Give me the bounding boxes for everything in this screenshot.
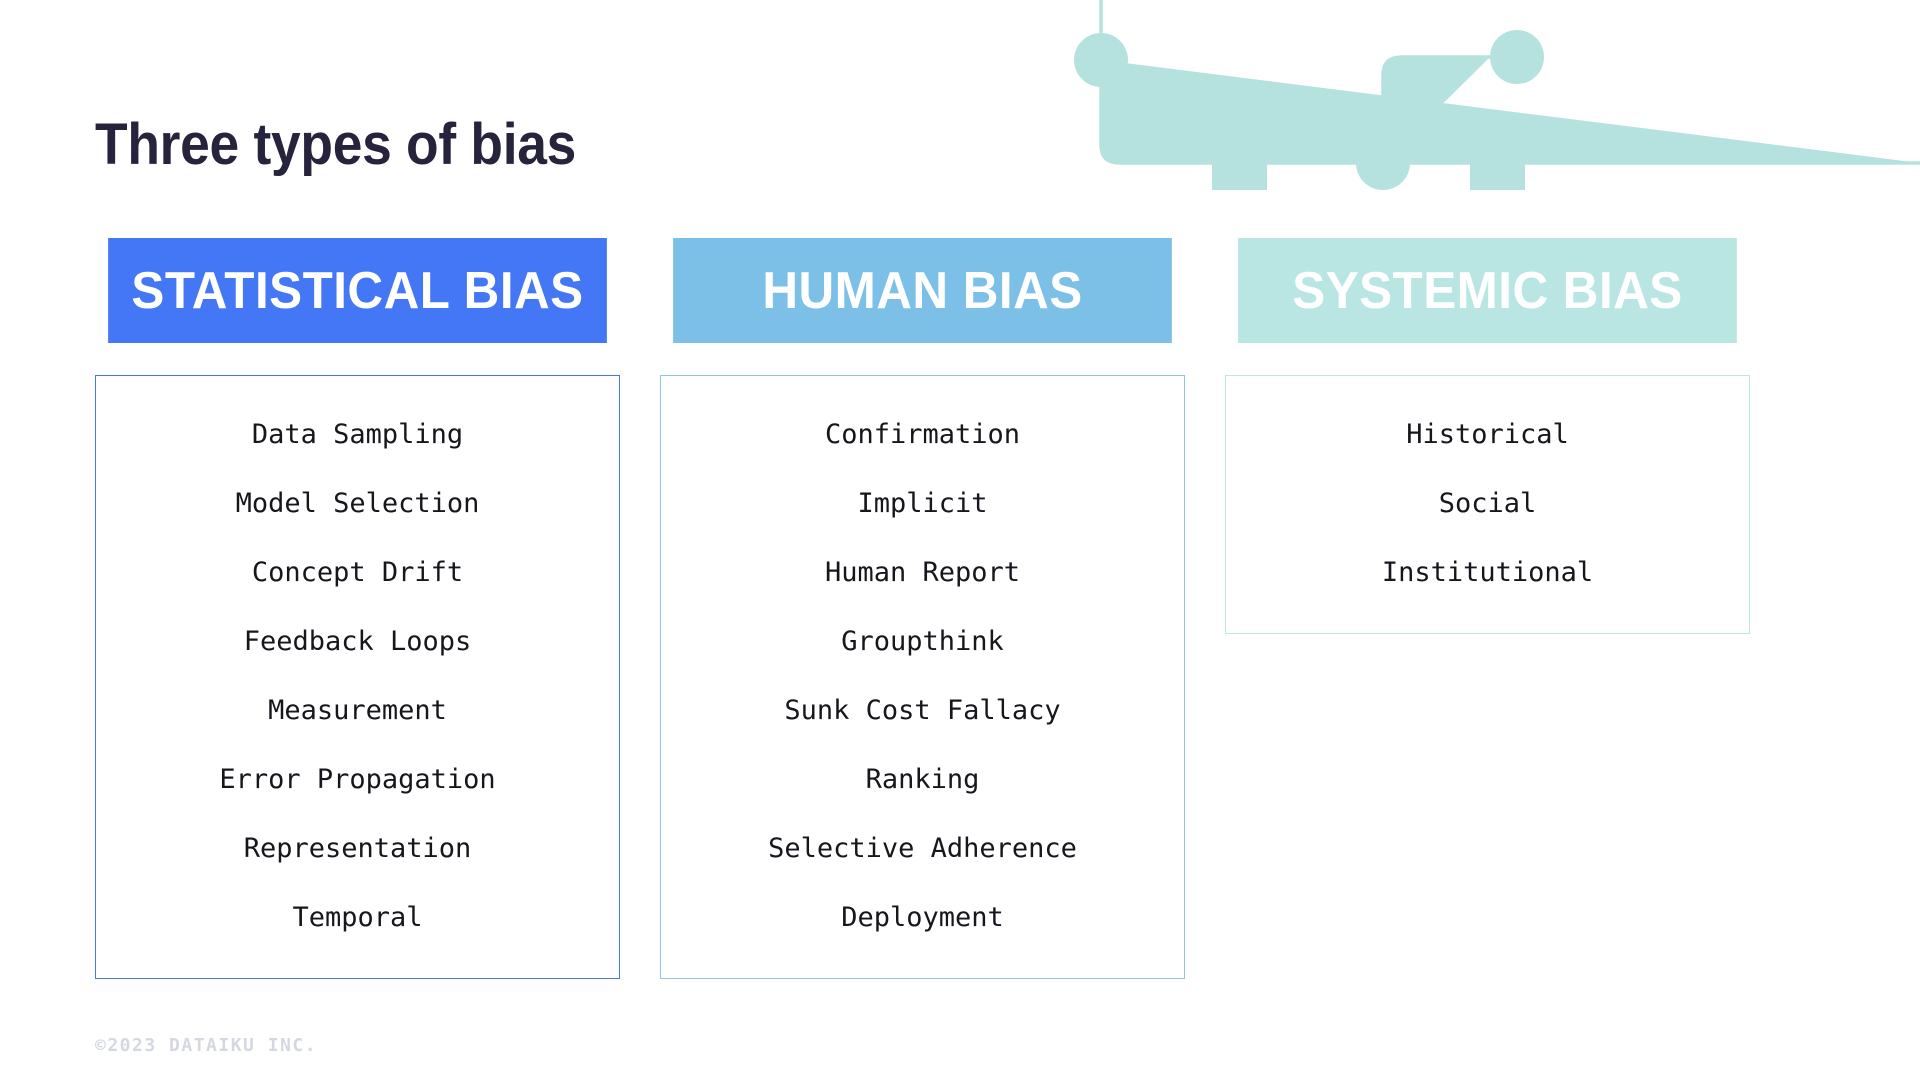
- column-statistical-bias: STATISTICAL BIAS Data Sampling Model Sel…: [95, 238, 620, 979]
- node-circle-top-left: [1074, 33, 1128, 87]
- list-item: Confirmation: [824, 419, 1021, 450]
- connector-line-elbow-left: [1099, 60, 1920, 165]
- list-item: Error Propagation: [219, 764, 496, 795]
- column-header-statistical-bias: STATISTICAL BIAS: [108, 238, 607, 343]
- list-item: Historical: [1406, 419, 1569, 450]
- list-item: Representation: [243, 833, 472, 864]
- list-item: Groupthink: [841, 626, 1004, 657]
- list-item: Sunk Cost Fallacy: [784, 695, 1061, 726]
- node-circle-top-right: [1490, 30, 1544, 84]
- column-list-human-bias: Confirmation Implicit Human Report Group…: [660, 375, 1185, 979]
- connector-line-elbow-right: [1381, 55, 1490, 163]
- node-circle-middle: [1356, 136, 1410, 190]
- column-systemic-bias: SYSTEMIC BIAS Historical Social Institut…: [1225, 238, 1750, 634]
- node-square-right: [1470, 135, 1525, 190]
- column-header-human-bias: HUMAN BIAS: [673, 238, 1172, 343]
- list-item: Implicit: [857, 488, 988, 519]
- list-item: Selective Adherence: [768, 833, 1077, 864]
- list-item: Social: [1438, 488, 1537, 519]
- column-list-statistical-bias: Data Sampling Model Selection Concept Dr…: [95, 375, 620, 979]
- list-item: Feedback Loops: [243, 626, 472, 657]
- page-title: Three types of bias: [95, 111, 577, 177]
- list-item: Ranking: [865, 764, 980, 795]
- list-item: Temporal: [292, 902, 423, 933]
- column-list-systemic-bias: Historical Social Institutional: [1225, 375, 1750, 634]
- list-item: Model Selection: [235, 488, 480, 519]
- list-item: Human Report: [824, 557, 1021, 588]
- flow-diagram-graphic: [1074, 0, 1920, 190]
- bias-columns: STATISTICAL BIAS Data Sampling Model Sel…: [95, 238, 1750, 979]
- list-item: Data Sampling: [251, 419, 464, 450]
- node-square-left: [1212, 135, 1267, 190]
- column-human-bias: HUMAN BIAS Confirmation Implicit Human R…: [660, 238, 1185, 979]
- list-item: Deployment: [841, 902, 1004, 933]
- list-item: Concept Drift: [251, 557, 464, 588]
- copyright-footer: ©2023 DATAIKU INC.: [95, 1035, 318, 1056]
- column-header-systemic-bias: SYSTEMIC BIAS: [1238, 238, 1737, 343]
- list-item: Institutional: [1381, 557, 1594, 588]
- list-item: Measurement: [268, 695, 447, 726]
